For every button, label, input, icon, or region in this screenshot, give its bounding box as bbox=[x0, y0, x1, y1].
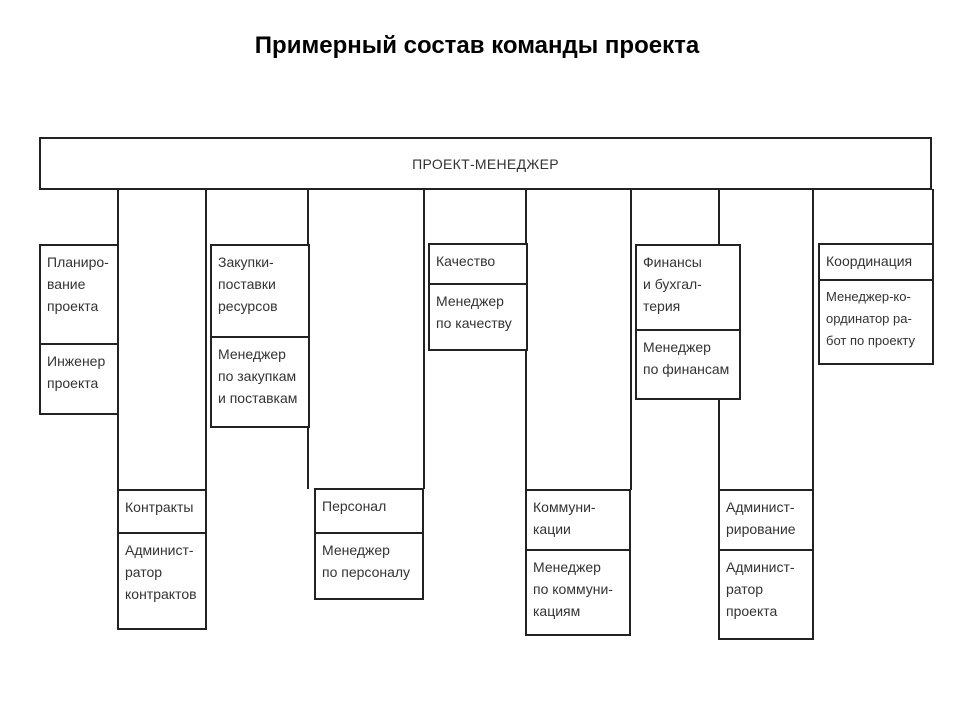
dept-area-label: Координация bbox=[820, 245, 932, 281]
dept-role-label: Менеджер-ко- ординатор ра- бот по проект… bbox=[826, 289, 916, 348]
dept-area-label: Качество bbox=[430, 245, 526, 285]
dept-box-coordination: Координация Менеджер-ко- ординатор ра- б… bbox=[818, 243, 934, 365]
dept-area-label: Планиро- вание проекта bbox=[41, 246, 117, 345]
page-title: Примерный состав команды проекта bbox=[254, 32, 700, 59]
project-manager-box: ПРОЕКТ-МЕНЕДЖЕР bbox=[39, 137, 932, 190]
dept-area-label: Персонал bbox=[316, 490, 422, 534]
dept-box-finance: Финансы и бухгал- терия Менеджер по фина… bbox=[635, 244, 741, 400]
connector-line bbox=[423, 189, 425, 489]
connector-line bbox=[932, 189, 934, 244]
connector-line bbox=[205, 189, 207, 490]
dept-box-administration: Админист- рирование Админист- ратор прое… bbox=[718, 489, 814, 640]
dept-box-quality: Качество Менеджер по качеству bbox=[428, 243, 528, 351]
dept-box-planning: Планиро- вание проекта Инженер проекта bbox=[39, 244, 119, 415]
connector-line bbox=[812, 189, 814, 490]
dept-role-label: Менеджер по качеству bbox=[436, 293, 512, 331]
dept-area-label: Финансы и бухгал- терия bbox=[637, 246, 739, 331]
dept-box-contracts: Контракты Админист- ратор контрактов bbox=[117, 489, 207, 630]
dept-role-label: Менеджер по финансам bbox=[643, 339, 730, 377]
dept-area-label: Коммуни- кации bbox=[527, 491, 629, 551]
dept-box-communications: Коммуни- кации Менеджер по коммуни- каци… bbox=[525, 489, 631, 636]
dept-area-label: Закупки- поставки ресурсов bbox=[212, 246, 308, 338]
connector-line bbox=[630, 189, 632, 490]
dept-role-label: Админист- ратор контрактов bbox=[125, 542, 197, 602]
dept-role-label: Менеджер по коммуни- кациям bbox=[533, 559, 613, 619]
dept-box-personnel: Персонал Менеджер по персоналу bbox=[314, 488, 424, 600]
dept-role-label: Менеджер по закупкам и поставкам bbox=[218, 346, 298, 406]
dept-area-label: Админист- рирование bbox=[720, 491, 812, 551]
dept-area-label: Контракты bbox=[119, 491, 205, 534]
dept-box-procurement: Закупки- поставки ресурсов Менеджер по з… bbox=[210, 244, 310, 428]
dept-role-label: Менеджер по персоналу bbox=[322, 542, 411, 580]
dept-role-label: Инженер проекта bbox=[47, 353, 106, 391]
dept-role-label: Админист- ратор проекта bbox=[726, 559, 795, 619]
